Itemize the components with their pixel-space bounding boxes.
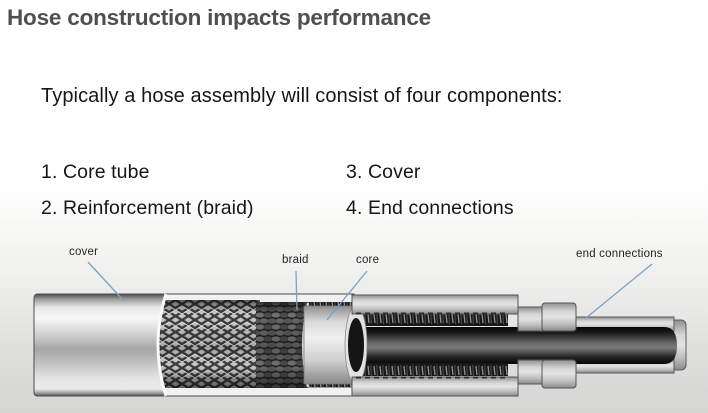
diagram-label-core: core xyxy=(356,254,380,266)
component-item-reinforcement: 2. Reinforcement (braid) xyxy=(41,197,254,219)
slide-subtitle: Typically a hose assembly will consist o… xyxy=(41,85,563,107)
slide-title: Hose construction impacts performance xyxy=(7,5,431,30)
hose-bore xyxy=(350,327,677,364)
component-item-cover: 3. Cover xyxy=(346,161,421,183)
end-connections-leader-line xyxy=(585,263,653,319)
cover-leader-line xyxy=(87,261,125,302)
braid-outer-layer xyxy=(150,300,260,388)
diagram-label-cover: cover xyxy=(69,246,99,258)
fitting-hex-nut xyxy=(541,302,577,389)
braid-leader-line xyxy=(295,270,298,311)
fitting-socket xyxy=(351,294,519,397)
leader-lines xyxy=(87,261,653,321)
component-item-core-tube: 1. Core tube xyxy=(41,161,150,183)
diagram-label-end-connections: end connections xyxy=(576,248,663,260)
diagram-label-braid: braid xyxy=(282,254,309,266)
component-item-end-connections: 4. End connections xyxy=(346,197,514,219)
core-leader-line xyxy=(326,270,368,321)
braid-inner-layer xyxy=(256,302,309,388)
cover-layer xyxy=(33,293,168,397)
core-tube xyxy=(303,305,368,385)
fitting-collar xyxy=(517,306,545,385)
